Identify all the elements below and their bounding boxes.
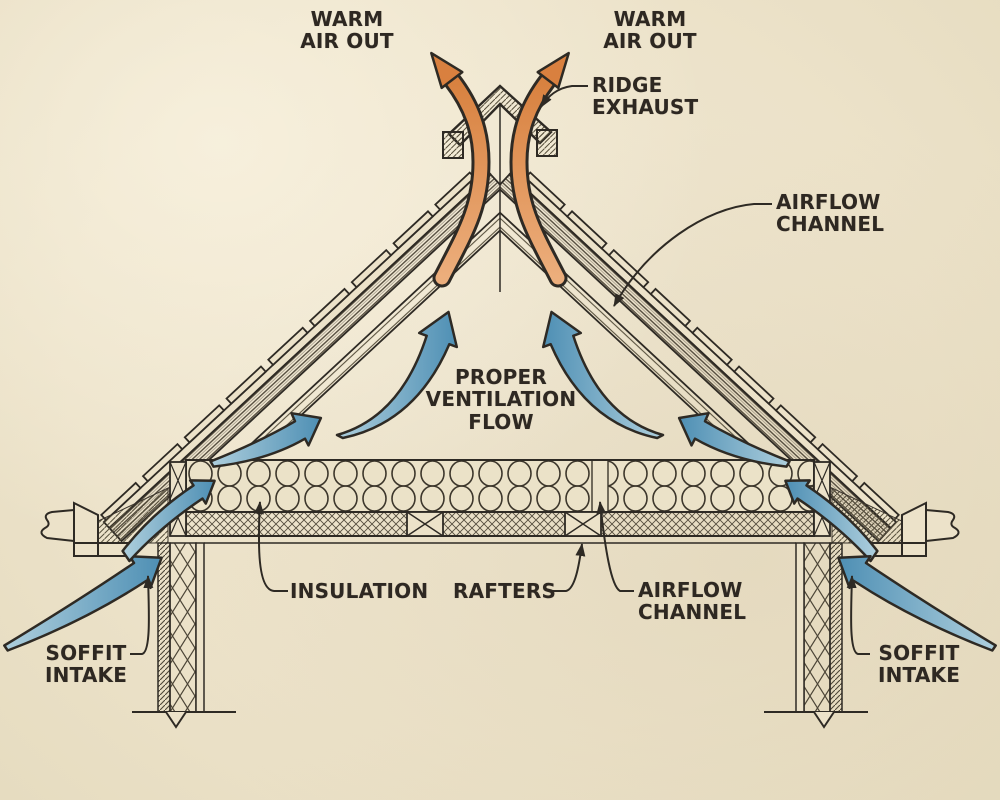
soffit-intake-arrow-right-inner <box>784 479 879 563</box>
ventilation-flow-arrow-left <box>335 310 459 440</box>
shingle-steps-right <box>524 171 900 522</box>
wall-inner-board-right <box>795 542 805 713</box>
rafters-leader <box>552 543 586 592</box>
label-soffit-intake-left: SOFFIT INTAKE <box>44 641 128 688</box>
label-rafters: RAFTERS <box>453 579 557 603</box>
ridge-exhaust-leader <box>540 85 588 108</box>
soffit-intake-arrow-right-outer <box>837 554 997 652</box>
airflow-channel-upper-leader <box>613 203 772 307</box>
wall-inner-board-left <box>195 542 205 713</box>
wall-siding-left <box>157 542 171 713</box>
soffit-intake-arrow-left-inner <box>121 479 216 563</box>
wall-cavity-right <box>803 542 831 713</box>
label-insulation: INSULATION <box>290 579 429 603</box>
warm-air-streams <box>430 51 570 288</box>
joist-cross-block-2 <box>564 511 602 537</box>
wall-cavity-left <box>169 542 197 713</box>
shingle-steps-left <box>100 171 476 522</box>
insulation-airflow-gap <box>592 460 608 512</box>
joist-cross-block-1 <box>406 511 444 537</box>
ventilation-flow-arrow-right <box>541 310 665 440</box>
label-airflow-channel-upper: AIRFLOW CHANNEL <box>776 190 885 237</box>
label-airflow-channel-lower: AIRFLOW CHANNEL <box>638 578 747 625</box>
crown-molding-right <box>925 508 960 543</box>
ridge-cap-batten-right <box>536 129 558 157</box>
ridge-cap-batten-left <box>442 131 464 159</box>
attic-floor <box>169 459 831 544</box>
soffit-intake-left-leader <box>130 575 154 655</box>
label-ridge-exhaust: RIDGE EXHAUST <box>592 73 699 120</box>
insulation-gap-edges <box>591 460 609 512</box>
airflow-channel-lower-leader <box>596 501 634 592</box>
warm-air-stream-left <box>435 73 488 285</box>
wall-break-notch-right <box>813 711 835 729</box>
channel-flow-arrow-left <box>209 411 323 468</box>
crown-molding-left <box>40 508 75 543</box>
warm-air-stream-right <box>512 73 565 285</box>
wall-siding-right <box>829 542 843 713</box>
insulation-batts <box>186 460 814 512</box>
insulation-leader <box>254 501 288 592</box>
label-soffit-intake-right: SOFFIT INTAKE <box>877 641 961 688</box>
wall-left <box>132 542 236 729</box>
soffit-intake-arrow-left-outer <box>3 554 163 652</box>
wall-right <box>764 542 868 729</box>
label-warm-air-out-right: WARM AIR OUT <box>603 7 697 54</box>
leader-lines <box>130 85 870 655</box>
channel-flow-arrow-right <box>677 411 791 468</box>
soffit-intake-right-leader <box>846 575 870 655</box>
warm-air-arrowhead-right <box>536 51 570 90</box>
label-proper-ventilation-flow: PROPER VENTILATION FLOW <box>425 365 577 434</box>
ceiling-joist-band <box>185 511 815 537</box>
label-warm-air-out-left: WARM AIR OUT <box>300 7 394 54</box>
warm-air-arrowhead-left <box>430 51 464 90</box>
wall-break-notch-left <box>165 711 187 729</box>
cool-air-arrows <box>3 310 997 652</box>
fascia-left <box>73 501 99 557</box>
fascia-right <box>901 501 927 557</box>
